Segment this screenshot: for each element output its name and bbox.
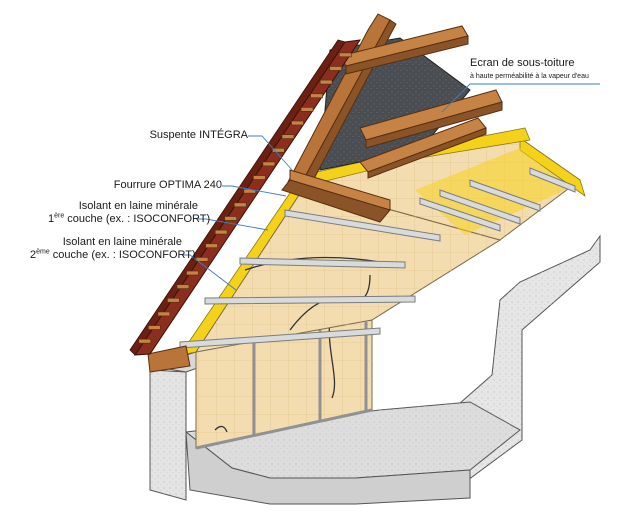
- purlin-side: [365, 101, 503, 149]
- furring-profile: [179, 327, 381, 349]
- furring-profiles: [179, 167, 576, 349]
- label-isolant-1-line2: 1ère couche (ex. : ISOCONFORT): [48, 212, 211, 225]
- batten: [157, 311, 171, 317]
- cable: [214, 425, 228, 433]
- label-isolant-1-line1: Isolant en laine minérale: [78, 200, 198, 212]
- batten: [262, 161, 276, 167]
- batten: [186, 270, 199, 276]
- batten: [205, 243, 218, 249]
- left-wall-texture: [150, 370, 186, 500]
- label-ecran-title: Ecran de sous-toiture: [470, 57, 575, 69]
- furring-profile: [239, 257, 406, 269]
- leader-ecran: [441, 83, 600, 113]
- label-isolant-2-line2: 2ème couche (ex. : ISOCONFORT): [30, 248, 196, 261]
- label-isolant-2-line1: Isolant en laine minérale: [62, 236, 182, 248]
- batten: [329, 66, 343, 71]
- batten: [252, 175, 266, 180]
- masonry-structure: [149, 234, 601, 505]
- furring-profile: [469, 179, 541, 212]
- purlin-side: [367, 127, 487, 179]
- batten: [310, 93, 323, 99]
- batten: [224, 216, 238, 221]
- batten: [338, 52, 352, 58]
- batten: [291, 120, 304, 126]
- leader-fourrure: [222, 185, 287, 197]
- furring-profile: [284, 209, 441, 242]
- knee-wall-rail: [195, 408, 373, 450]
- batten: [176, 284, 190, 289]
- label-fourrure-text: Fourrure OPTIMA 240: [113, 179, 222, 191]
- furring-profile: [439, 189, 521, 225]
- label-suspente-text: Suspente INTÉGRA: [149, 129, 248, 141]
- cable: [244, 256, 381, 271]
- batten: [272, 147, 285, 153]
- furring-profile: [204, 295, 416, 305]
- batten: [147, 325, 161, 330]
- batten: [281, 134, 295, 139]
- purlin-side: [345, 35, 469, 75]
- leader-lines: [182, 83, 600, 291]
- concrete-floor-texture: [186, 402, 520, 478]
- batten: [233, 202, 247, 208]
- knee-wall: [195, 317, 373, 450]
- timber-structure: [147, 13, 503, 373]
- batten: [214, 229, 228, 235]
- sloped-insulation: [179, 185, 502, 356]
- label-fourrure: Fourrure OPTIMA 240: [100, 179, 222, 192]
- wall-plate-side: [281, 179, 391, 223]
- floor-slab-edge: [185, 430, 471, 505]
- leader-isolant2: [182, 254, 237, 291]
- label-ecran-subtitle: à haute perméabilité à la vapeur d'eau: [470, 73, 589, 80]
- furring-profile: [419, 197, 501, 232]
- batten: [167, 297, 180, 303]
- ceiling-yellow-membrane: [519, 137, 586, 198]
- roof-battens: [138, 52, 352, 344]
- batten: [300, 107, 314, 112]
- label-isolant-1: Isolant en laine minérale 1ère couche (e…: [48, 200, 211, 226]
- leader-isolant1: [198, 218, 269, 231]
- label-suspente: Suspente INTÉGRA: [138, 129, 248, 142]
- roof-covering: [129, 39, 362, 356]
- batten: [319, 79, 333, 85]
- leader-suspente: [248, 135, 293, 171]
- sill-plate: [147, 345, 191, 373]
- label-isolant-2: Isolant en laine minérale 2ème couche (e…: [30, 236, 196, 262]
- batten: [138, 338, 152, 344]
- furring-profile: [529, 167, 576, 193]
- label-ecran-sous-toiture: Ecran de sous-toiture à haute perméabili…: [470, 57, 589, 83]
